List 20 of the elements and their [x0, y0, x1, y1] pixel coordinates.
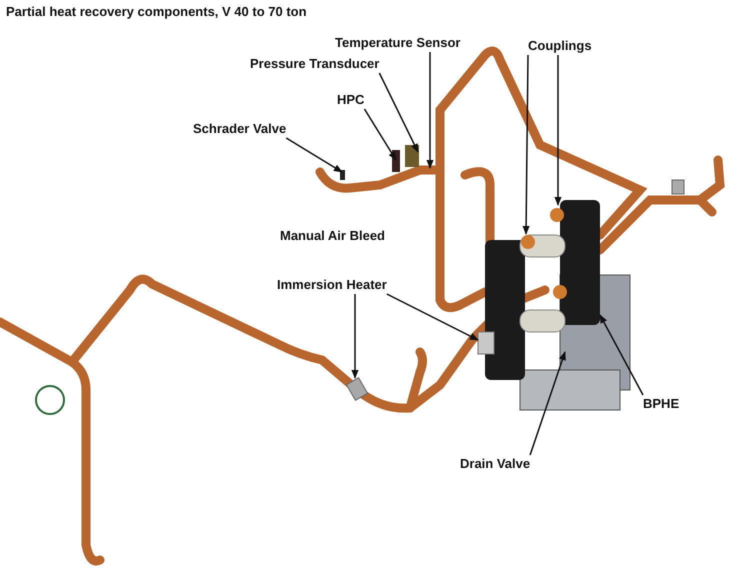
leader-line	[529, 351, 566, 456]
diagram-title: Partial heat recovery components, V 40 to 70 ton	[6, 4, 307, 20]
leader-line	[599, 314, 644, 396]
part-label: Manual Air Bleed	[280, 228, 385, 244]
leader-line	[351, 294, 359, 379]
leader-line	[386, 293, 479, 341]
leader-line	[554, 55, 562, 206]
callout-label: Immersion Heater	[277, 277, 387, 293]
callout-label: Couplings	[528, 38, 592, 54]
callout-label: Temperature Sensor	[335, 35, 460, 51]
callout-label: Pressure Transducer	[250, 56, 380, 72]
callout-label: BPHE	[643, 396, 680, 412]
callout-label: Drain Valve	[460, 456, 530, 472]
leader-line	[426, 52, 434, 169]
callout-label: HPC	[337, 92, 364, 108]
leader-line	[364, 108, 397, 161]
leader-line	[522, 55, 530, 235]
leader-line	[378, 72, 419, 153]
leader-line	[286, 137, 343, 173]
callout-label: Schrader Valve	[193, 121, 286, 137]
